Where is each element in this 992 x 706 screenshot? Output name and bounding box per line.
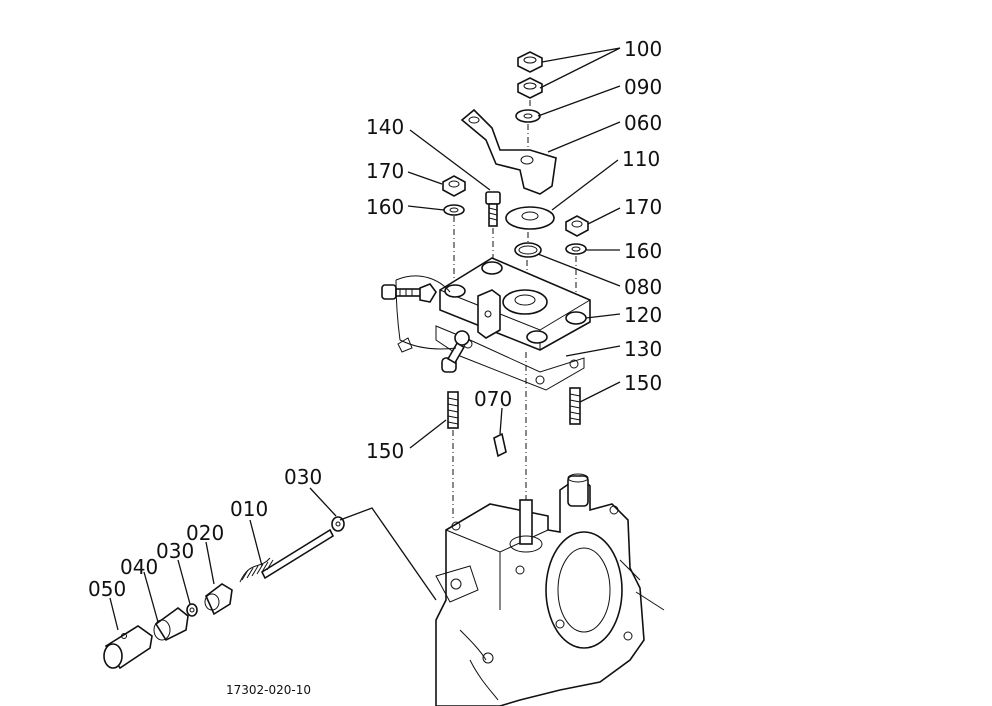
label-030-left: 030 bbox=[156, 539, 194, 563]
label-100: 100 bbox=[624, 37, 662, 61]
reference-code: 17302-020-10 bbox=[226, 683, 311, 697]
label-170-left: 170 bbox=[366, 159, 404, 183]
nut-170-right bbox=[565, 215, 589, 237]
label-020: 020 bbox=[186, 521, 224, 545]
washer-030-left bbox=[186, 603, 198, 617]
cover-plate-120 bbox=[439, 257, 591, 351]
label-170-right: 170 bbox=[624, 195, 662, 219]
label-160-left: 160 bbox=[366, 195, 404, 219]
cap-050 bbox=[103, 625, 153, 670]
washer-090 bbox=[515, 109, 541, 123]
washer-110 bbox=[505, 206, 555, 230]
label-010: 010 bbox=[230, 497, 268, 521]
collar-020 bbox=[204, 583, 233, 616]
governor-housing bbox=[435, 473, 665, 706]
nut-100-upper bbox=[517, 51, 543, 73]
key-070 bbox=[493, 432, 507, 458]
label-030-right: 030 bbox=[284, 465, 322, 489]
label-130: 130 bbox=[624, 337, 662, 361]
lever-pin-assembly bbox=[441, 330, 470, 373]
label-150-right: 150 bbox=[624, 371, 662, 395]
sleeve-040 bbox=[153, 606, 189, 642]
label-070: 070 bbox=[474, 387, 512, 411]
shaft-spring-010 bbox=[239, 528, 335, 583]
label-140: 140 bbox=[366, 115, 404, 139]
stud-150-left bbox=[447, 391, 459, 429]
label-040: 040 bbox=[120, 555, 158, 579]
label-050: 050 bbox=[88, 577, 126, 601]
nut-100-lower bbox=[517, 77, 543, 99]
label-060: 060 bbox=[624, 111, 662, 135]
o-ring-080 bbox=[514, 242, 542, 258]
label-160-right: 160 bbox=[624, 239, 662, 263]
stud-150-right bbox=[569, 387, 581, 425]
bolt-140 bbox=[485, 191, 501, 227]
label-120: 120 bbox=[624, 303, 662, 327]
label-110: 110 bbox=[622, 147, 660, 171]
leader-lines bbox=[109, 47, 621, 631]
label-080: 080 bbox=[624, 275, 662, 299]
label-090: 090 bbox=[624, 75, 662, 99]
side-bolt-assembly bbox=[381, 283, 437, 303]
washer-030-right bbox=[331, 516, 345, 532]
washer-160-right bbox=[565, 243, 587, 255]
lever-060 bbox=[460, 108, 557, 195]
label-150-left: 150 bbox=[366, 439, 404, 463]
washer-160-left bbox=[443, 204, 465, 216]
nut-170-left bbox=[442, 175, 466, 197]
